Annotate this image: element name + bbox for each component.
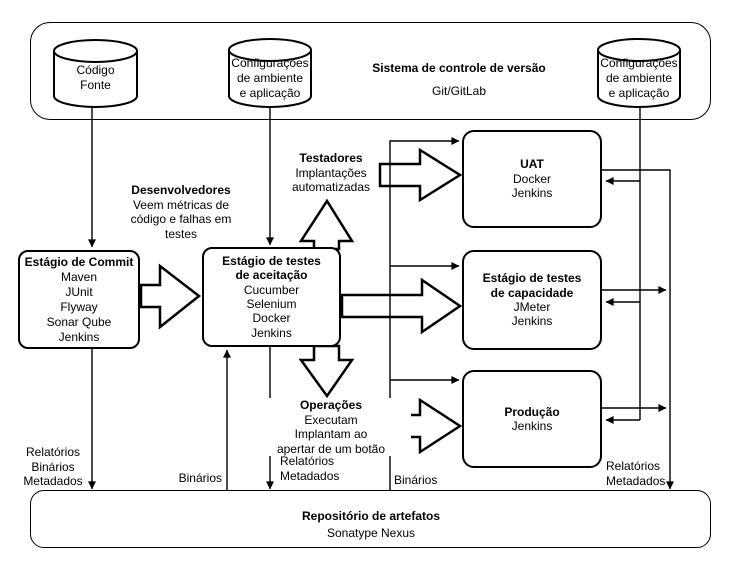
- annotation-testers: Testadores Implantações automatizadas: [261, 151, 401, 195]
- vcs-subtitle: Git/GitLab: [431, 84, 487, 98]
- block-arrow-operations-down: [298, 344, 355, 399]
- stage-acceptance: Estágio de testes de aceitação Cucumber …: [202, 247, 341, 347]
- stage-commit: Estágio de Commit Maven JUnit Flyway Son…: [18, 250, 140, 349]
- label-environments-to-repo: Relatórios Metadados: [606, 459, 666, 488]
- artifact-repository-subtitle: Sonatype Nexus: [326, 526, 416, 540]
- block-arrow-commit-to-acceptance: [139, 263, 202, 330]
- cylinder-source-code: [53, 39, 138, 108]
- label-repo-to-environments: Binários: [394, 473, 438, 487]
- stage-acceptance-tools: Cucumber Selenium Docker Jenkins: [243, 282, 300, 340]
- label-repo-to-acceptance: Binários: [178, 471, 222, 485]
- label-acceptance-to-repo: Relatórios Metadados: [280, 454, 340, 483]
- arrow-repo-to-uat: [389, 137, 460, 490]
- block-arrow-testers-up: [298, 198, 355, 251]
- cylinder-env-config-right-label: Configurações de ambiente e aplicação: [600, 56, 678, 100]
- stage-capacity-tools: JMeter Jenkins: [511, 300, 553, 329]
- vcs-title: Sistema de controle de versão: [372, 61, 546, 75]
- stage-uat-tools: Docker Jenkins: [511, 171, 553, 201]
- stage-acceptance-title: Estágio de testes de aceitação: [222, 253, 321, 283]
- annotation-developers: Desenvolvedores Veem métricas de código …: [106, 183, 256, 241]
- cylinder-source-code-label: Código Fonte: [76, 63, 115, 92]
- annotation-testers-body: Implantações automatizadas: [291, 165, 371, 195]
- annotation-operations-title: Operações: [299, 398, 363, 412]
- artifact-repository: [30, 490, 711, 548]
- cylinder-env-config-left: [228, 38, 312, 108]
- stage-commit-tools: Maven JUnit Flyway Sonar Qube Jenkins: [46, 269, 112, 344]
- annotation-developers-title: Desenvolvedores: [131, 183, 231, 197]
- cylinder-env-config-left-label: Configurações de ambiente e aplicação: [231, 56, 309, 100]
- stage-capacity-title: Estágio de testes de capacidade: [482, 271, 582, 300]
- label-commit-to-repo: Relatórios Binários Metadados: [23, 445, 83, 489]
- stage-production-tools: Jenkins: [511, 419, 553, 433]
- stage-uat-title: UAT: [520, 157, 544, 172]
- block-arrow-to-uat: [378, 147, 463, 203]
- artifact-repository-title: Repositório de artefatos: [301, 509, 441, 523]
- vcs-container: [30, 22, 711, 120]
- stage-production-title: Produção: [504, 404, 560, 419]
- annotation-testers-title: Testadores: [299, 151, 363, 165]
- arrow-uat-to-repo: [602, 169, 674, 490]
- stage-commit-title: Estágio de Commit: [24, 254, 134, 269]
- annotation-operations: Operações Executam Implantam ao apertar …: [251, 398, 411, 457]
- block-arrow-acceptance-to-capacity: [340, 277, 463, 335]
- annotation-operations-body: Executam Implantam ao apertar de um botã…: [276, 412, 386, 456]
- annotation-developers-body: Veem métricas de código e falhas em test…: [130, 197, 232, 241]
- cylinder-env-config-right: [597, 38, 681, 108]
- stage-capacity: Estágio de testes de capacidade JMeter J…: [462, 250, 602, 350]
- stage-uat: UAT Docker Jenkins: [462, 130, 602, 228]
- stage-production: Produção Jenkins: [462, 370, 602, 468]
